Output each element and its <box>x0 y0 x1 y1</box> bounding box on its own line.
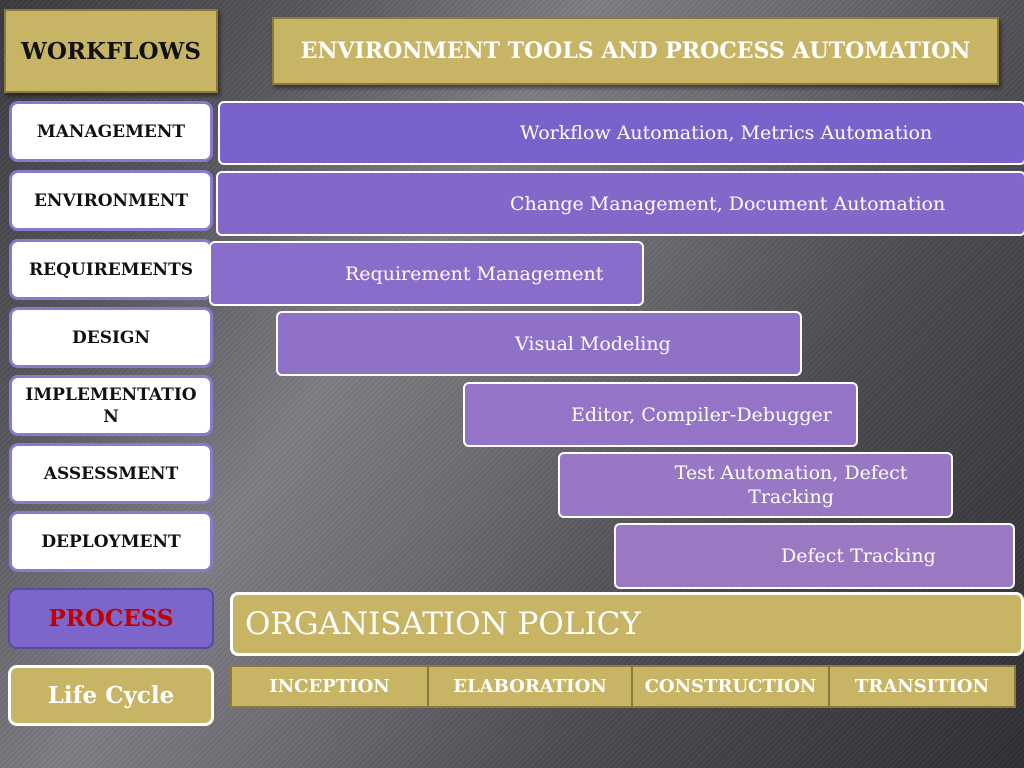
tool-bar-label: Test Automation, Defect Tracking <box>674 462 908 508</box>
phase-label: CONSTRUCTION <box>644 676 817 697</box>
workflows-header-label: WORKFLOWS <box>21 37 201 65</box>
tool-bar-label: Editor, Compiler-Debugger <box>571 403 832 426</box>
tool-bar-environment: Change Management, Document Automation <box>216 171 1024 236</box>
phase-construction: CONSTRUCTION <box>633 667 830 706</box>
tool-bar-label: Change Management, Document Automation <box>510 192 946 215</box>
tool-bar-requirements: Requirement Management <box>209 241 644 306</box>
workflow-design: DESIGN <box>9 307 213 368</box>
phase-elaboration: ELABORATION <box>429 667 633 706</box>
workflow-management: MANAGEMENT <box>9 101 213 162</box>
workflow-label: REQUIREMENTS <box>29 259 193 280</box>
workflows-header: WORKFLOWS <box>4 9 218 93</box>
workflow-label: MANAGEMENT <box>36 121 186 142</box>
tool-bar-design: Visual Modeling <box>276 311 802 376</box>
lifecycle-label-box: Life Cycle <box>8 665 214 726</box>
phase-label: INCEPTION <box>269 676 390 697</box>
phase-transition: TRANSITION <box>830 667 1014 706</box>
process-label: PROCESS <box>48 605 174 632</box>
workflow-label: DESIGN <box>72 327 150 348</box>
workflow-label: DEPLOYMENT <box>41 531 181 552</box>
tool-bar-label: Workflow Automation, Metrics Automation <box>520 122 933 144</box>
workflow-assessment: ASSESSMENT <box>9 443 213 504</box>
tool-bar-label: Requirement Management <box>345 262 604 285</box>
tool-bar-assessment: Test Automation, Defect Tracking <box>558 452 953 518</box>
workflow-environment: ENVIRONMENT <box>9 170 213 231</box>
phase-label: TRANSITION <box>854 676 990 697</box>
slide-title-text: ENVIRONMENT TOOLS AND PROCESS AUTOMATION <box>300 38 971 64</box>
organisation-policy-label: ORGANISATION POLICY <box>245 606 641 642</box>
slide-title: ENVIRONMENT TOOLS AND PROCESS AUTOMATION <box>272 17 999 85</box>
tool-bar-management: Workflow Automation, Metrics Automation <box>218 101 1024 165</box>
workflow-label: ASSESSMENT <box>43 463 179 484</box>
phase-inception: INCEPTION <box>232 667 429 706</box>
phase-label: ELABORATION <box>453 676 607 697</box>
workflow-deployment: DEPLOYMENT <box>9 511 213 572</box>
lifecycle-phases: INCEPTION ELABORATION CONSTRUCTION TRANS… <box>230 665 1016 708</box>
workflow-implementation: IMPLEMENTATION <box>9 375 213 436</box>
workflow-label: ENVIRONMENT <box>33 190 189 211</box>
organisation-policy-bar: ORGANISATION POLICY <box>230 592 1024 656</box>
tool-bar-label: Visual Modeling <box>515 332 671 355</box>
tool-bar-label: Defect Tracking <box>781 545 936 567</box>
tool-bar-deployment: Defect Tracking <box>614 523 1015 589</box>
workflow-requirements: REQUIREMENTS <box>9 239 213 300</box>
process-label-box: PROCESS <box>8 588 214 649</box>
workflow-label: IMPLEMENTATION <box>25 384 197 427</box>
tool-bar-implementation: Editor, Compiler-Debugger <box>463 382 858 447</box>
lifecycle-label: Life Cycle <box>47 682 175 709</box>
